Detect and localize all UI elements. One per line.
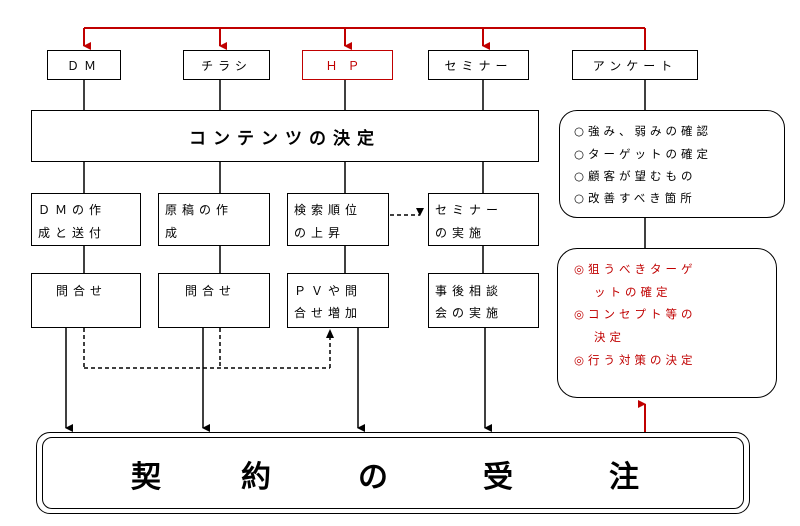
result-text-line1: 問合せ [185, 284, 237, 298]
channel-dm-label: ＤＭ [66, 58, 101, 73]
step-text-line2: の上昇 [294, 226, 346, 240]
step-search-ranking: 検索順位 の上昇 [287, 193, 389, 246]
decision-item: ◎行う対策の決定 [574, 353, 697, 367]
contract-box: 契 約 の 受 注 [42, 437, 744, 509]
step-dm-create-send: ＤＭの作 成と送付 [31, 193, 141, 246]
content-decision-box: コンテンツの決定 [31, 110, 539, 162]
step-text-line2: 成と送付 [38, 226, 107, 240]
feedback-loop [83, 27, 646, 50]
channel-dm: ＤＭ [47, 50, 121, 80]
step-text-line2: 成 [165, 226, 183, 240]
survey-result-item: ○強み、弱みの確認 [574, 124, 713, 138]
decision-item: ◎コンセプト等の [574, 307, 697, 321]
result-text-line1: 事後相談 [435, 284, 504, 298]
contract-char: 注 [609, 460, 639, 495]
step-text-line1: セミナー [435, 203, 504, 217]
step-seminar-held: セミナー の実施 [428, 193, 539, 246]
decision-item: ットの確定 [594, 285, 672, 299]
result-text-line2: 会の実施 [435, 306, 504, 320]
channel-seminar: セミナー [428, 50, 529, 80]
result-text-line2: 合せ増加 [294, 306, 363, 320]
decisions-box: ◎狙うべきターゲ ットの確定 ◎コンセプト等の 決定 ◎行う対策の決定 [557, 248, 777, 398]
contract-char: の [358, 460, 388, 495]
survey-results-box: ○強み、弱みの確認 ○ターゲットの確定 ○顧客が望むもの ○改善すべき箇所 [559, 110, 785, 218]
content-decision-label: コンテンツの決定 [189, 128, 381, 149]
channel-flyer-label: チラシ [201, 58, 252, 73]
channel-seminar-label: セミナー [444, 58, 513, 73]
channel-flyer: チラシ [183, 50, 270, 80]
contract-char: 約 [241, 460, 271, 495]
result-pv-inquiry-increase: ＰＶや問 合せ増加 [287, 273, 389, 328]
contract-char: 契 [131, 460, 161, 495]
contract-char: 受 [483, 460, 513, 495]
result-inquiry-dm: 問合せ [31, 273, 141, 328]
step-draft-creation: 原稿の作 成 [158, 193, 270, 246]
contract-box-outer [36, 432, 750, 514]
dashed-inquiry-loop [83, 328, 331, 369]
channel-survey-label: アンケート [592, 58, 678, 73]
step-text-line1: ＤＭの作 [38, 203, 107, 217]
channel-hp: ＨＰ [302, 50, 393, 80]
result-followup-consultation: 事後相談 会の実施 [428, 273, 539, 328]
channel-survey: アンケート [572, 50, 698, 80]
survey-result-item: ○顧客が望むもの [574, 169, 697, 183]
result-text-line1: 問合せ [56, 284, 108, 298]
channel-hp-label: ＨＰ [325, 58, 370, 73]
step-text-line1: 原稿の作 [165, 203, 234, 217]
survey-result-item: ○ターゲットの確定 [574, 147, 713, 161]
result-text-line1: ＰＶや問 [294, 284, 363, 298]
survey-result-item: ○改善すべき箇所 [574, 191, 696, 205]
decision-item: 決定 [594, 330, 625, 344]
decision-item: ◎狙うべきターゲ [574, 262, 697, 276]
step-text-line2: の実施 [435, 226, 487, 240]
step-text-line1: 検索順位 [294, 203, 363, 217]
result-inquiry-flyer: 問合せ [158, 273, 270, 328]
